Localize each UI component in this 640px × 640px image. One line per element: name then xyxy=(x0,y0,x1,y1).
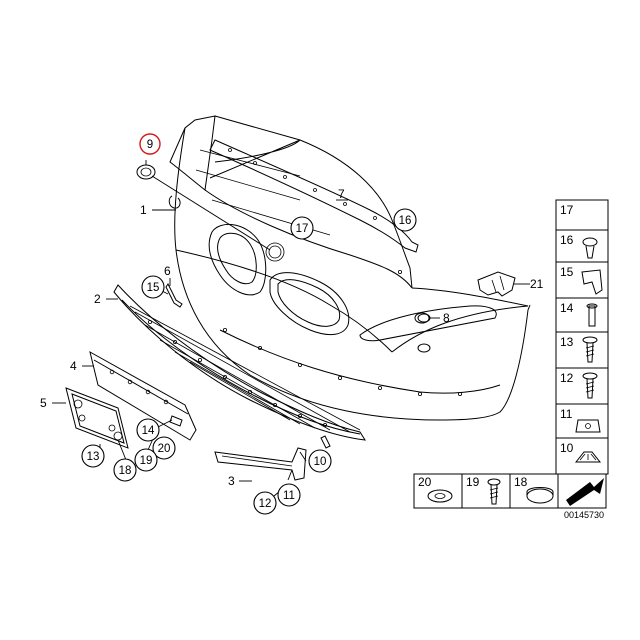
callout-13-text: 13 xyxy=(87,451,100,463)
upper-moulding xyxy=(209,139,419,253)
screw-16-icon xyxy=(582,237,598,259)
panel-13-label: 13 xyxy=(560,335,574,349)
panel-18-label: 18 xyxy=(514,475,528,489)
callout-16-text: 16 xyxy=(399,215,412,227)
callout-17-text: 17 xyxy=(296,223,309,235)
clip-15-icon xyxy=(581,269,603,295)
callout-19-text: 19 xyxy=(140,455,153,467)
label-1: 1 xyxy=(140,203,147,217)
callout-14-text: 14 xyxy=(142,425,155,437)
panel-15-label: 15 xyxy=(560,265,574,279)
rivet-14-icon xyxy=(586,303,598,327)
cap-18-icon xyxy=(526,487,554,504)
licence-plate-holder xyxy=(65,387,129,449)
panel-17-label: 17 xyxy=(560,203,574,217)
callout-20[interactable]: 20 xyxy=(152,436,176,460)
lower-bracket xyxy=(214,447,307,481)
direction-arrow-icon xyxy=(566,478,604,506)
diagram-id: 00145730 xyxy=(564,510,604,520)
screw-19-icon xyxy=(487,478,501,505)
callout-18[interactable]: 18 xyxy=(113,458,137,482)
callout-14[interactable]: 14 xyxy=(136,418,160,442)
panel-19-label: 19 xyxy=(466,475,480,489)
callout-9-text: 9 xyxy=(147,139,153,151)
impact-absorber xyxy=(113,284,366,441)
label-5: 5 xyxy=(40,396,47,410)
callout-16[interactable]: 16 xyxy=(393,208,417,232)
panel-11-label: 11 xyxy=(560,407,573,421)
screw-12-icon xyxy=(582,372,598,399)
callout-20-text: 20 xyxy=(158,443,171,455)
panel-20-label: 20 xyxy=(418,475,432,489)
callout-13[interactable]: 13 xyxy=(81,444,105,468)
label-7: 7 xyxy=(338,187,345,201)
clip-nut-11-icon xyxy=(575,419,601,433)
panel-12-label: 12 xyxy=(560,371,574,385)
clip-6 xyxy=(165,283,183,308)
callout-12-text: 12 xyxy=(259,498,272,510)
label-8: 8 xyxy=(443,311,450,325)
callout-10[interactable]: 10 xyxy=(308,449,332,473)
label-2: 2 xyxy=(94,292,101,306)
callout-12[interactable]: 12 xyxy=(253,491,277,515)
label-4: 4 xyxy=(70,359,77,373)
leader-lines xyxy=(52,160,530,497)
washer-20-icon xyxy=(427,489,453,503)
callout-11-text: 11 xyxy=(283,490,295,502)
callout-17[interactable]: 17 xyxy=(290,216,314,240)
bumper-cover xyxy=(168,115,531,421)
callout-19[interactable]: 19 xyxy=(134,448,158,472)
label-21: 21 xyxy=(530,277,544,291)
callout-18-text: 18 xyxy=(119,465,132,477)
cap-8 xyxy=(417,313,431,323)
side-fastener-panel: 17 16 15 14 13 xyxy=(555,199,609,475)
bottom-fastener-panel: 20 19 18 xyxy=(413,473,607,509)
label-3: 3 xyxy=(228,474,235,488)
expanding-nut-10-icon xyxy=(574,451,602,463)
callout-11[interactable]: 11 xyxy=(277,483,301,507)
label-6: 6 xyxy=(164,264,171,278)
panel-16-label: 16 xyxy=(560,233,574,247)
emblem-9 xyxy=(136,164,156,180)
licence-plate-base xyxy=(89,351,197,441)
panel-10-label: 10 xyxy=(560,441,574,455)
callout-15[interactable]: 15 xyxy=(141,275,165,299)
callout-9[interactable]: 9 xyxy=(139,133,161,155)
screw-13-icon xyxy=(582,336,598,363)
callout-10-text: 10 xyxy=(314,456,327,468)
fastener-group xyxy=(169,415,331,449)
bracket-21 xyxy=(477,271,516,297)
panel-14-label: 14 xyxy=(560,301,574,315)
callout-15-text: 15 xyxy=(147,282,160,294)
